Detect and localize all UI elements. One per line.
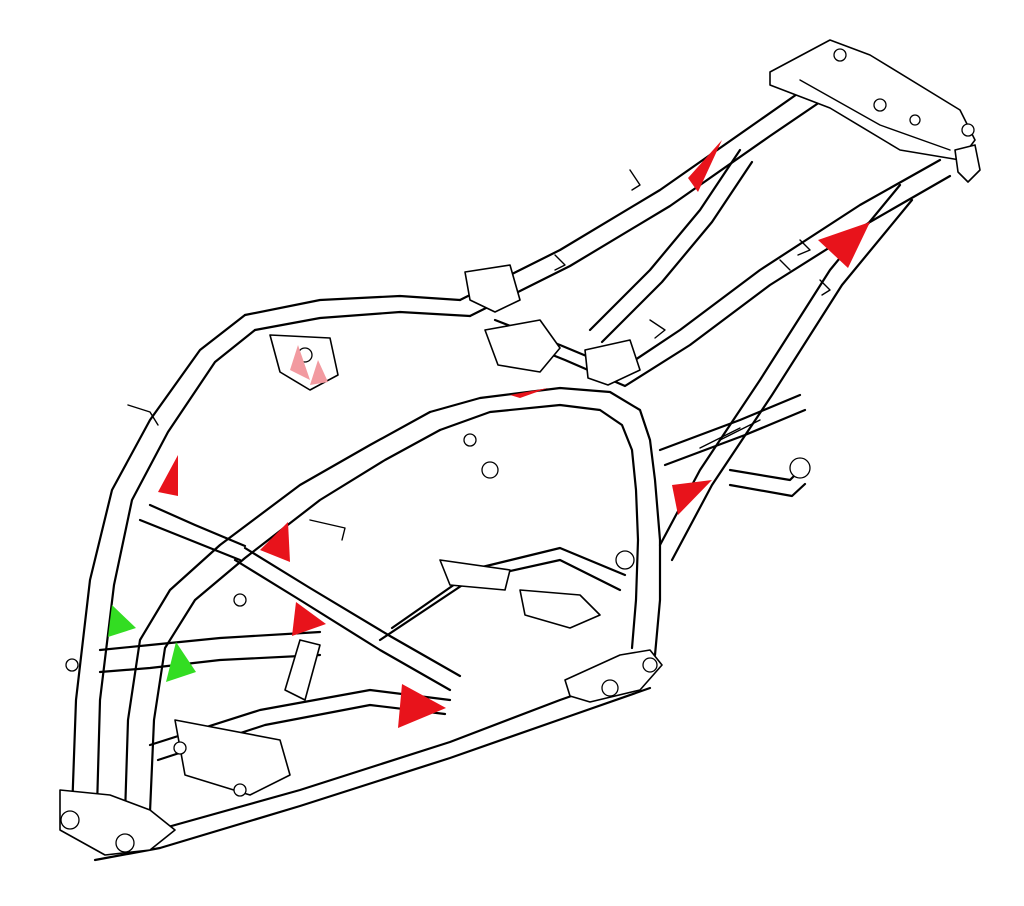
weld-marker-red — [260, 522, 290, 562]
small-tabs — [127, 169, 831, 541]
weld-markers — [108, 140, 870, 728]
weld-marker-red — [510, 388, 548, 398]
lower-rails — [93, 670, 652, 862]
weld-marker-pink — [290, 345, 310, 380]
weld-marker-red — [818, 222, 870, 268]
pivot-bracket — [564, 649, 663, 703]
weld-marker-pink — [310, 360, 328, 385]
rear-stays — [658, 183, 914, 562]
left-front-loop — [70, 294, 662, 817]
footrest-bar — [728, 457, 811, 498]
engine-mounts — [59, 264, 641, 856]
weld-marker-red — [688, 140, 722, 192]
weld-marker-green — [166, 642, 196, 682]
weld-marker-red — [292, 602, 326, 636]
weld-marker-red — [158, 455, 178, 496]
weld-marker-red — [398, 684, 446, 728]
cradle-braces — [98, 503, 627, 692]
weld-marker-red — [672, 480, 712, 515]
weld-marker-green — [108, 605, 136, 637]
rear-crossmember — [769, 39, 981, 183]
